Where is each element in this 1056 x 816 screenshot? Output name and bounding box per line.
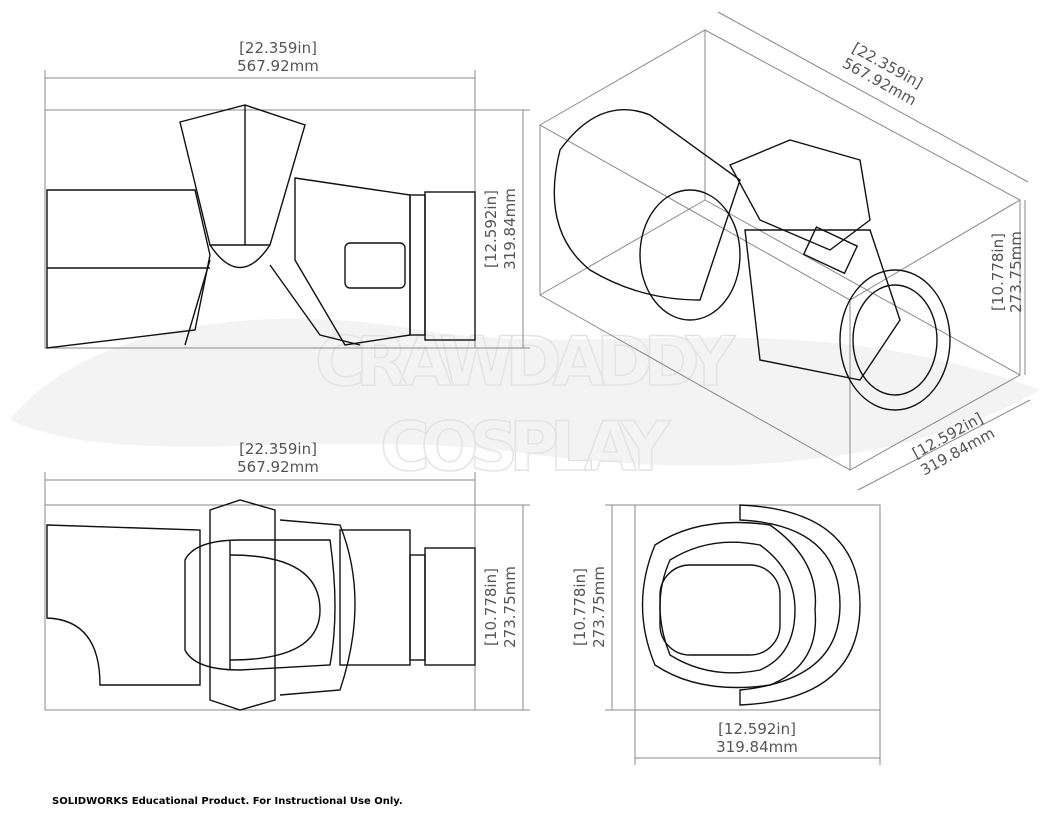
side-width-in: [12.592in] — [718, 720, 796, 738]
side-height-in: [10.778in] — [571, 568, 589, 646]
top-width-mm: 567.92mm — [237, 458, 319, 476]
isometric-view — [539, 11, 1031, 491]
side-view — [605, 504, 881, 765]
top-height-mm: 273.75mm — [501, 566, 519, 648]
top-height-in: [10.778in] — [482, 568, 500, 646]
svg-text:CRAWDADDY: CRAWDADDY — [315, 323, 736, 402]
svg-text:COSPLAY: COSPLAY — [380, 408, 671, 487]
educational-notice: SOLIDWORKS Educational Product. For Inst… — [52, 796, 403, 807]
watermark-logo: CRAWDADDY COSPLAY — [10, 318, 1040, 488]
side-height-mm: 273.75mm — [590, 566, 608, 648]
top-view — [44, 472, 530, 711]
side-width-mm: 319.84mm — [716, 738, 798, 756]
iso-height-mm: 273.75mm — [1007, 231, 1025, 313]
front-view — [44, 70, 530, 349]
top-width-in: [22.359in] — [239, 440, 317, 458]
front-width-in: [22.359in] — [239, 39, 317, 57]
iso-height-in: [10.778in] — [989, 233, 1007, 311]
front-height-mm: 319.84mm — [501, 188, 519, 270]
front-width-mm: 567.92mm — [237, 57, 319, 75]
front-height-in: [12.592in] — [482, 190, 500, 268]
